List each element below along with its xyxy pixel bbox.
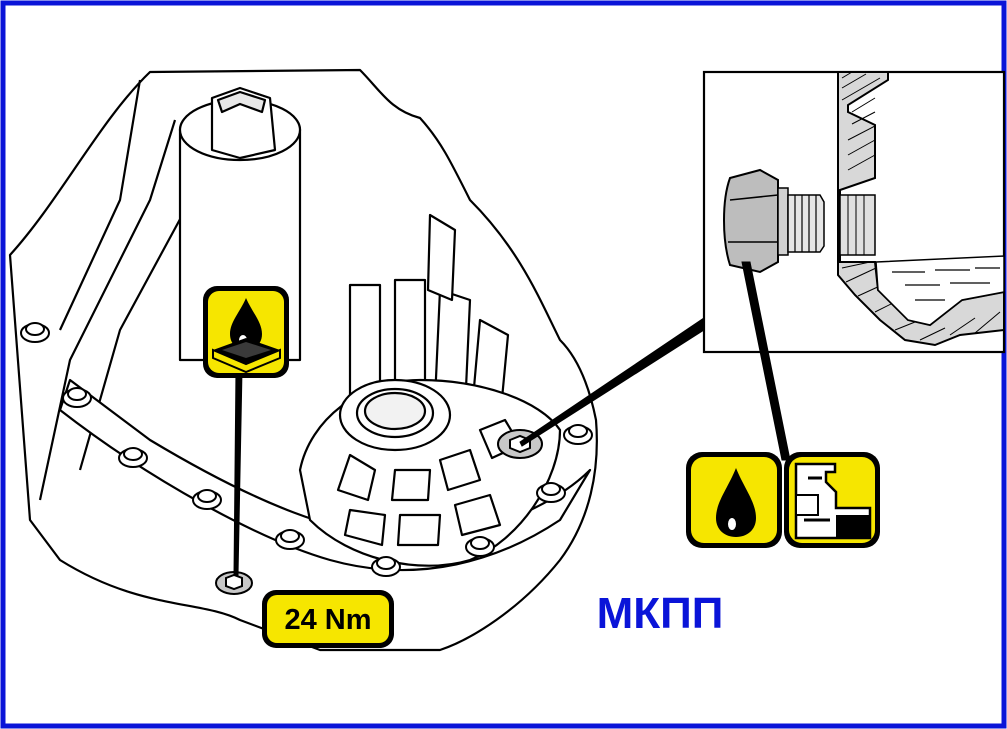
detail-inset: [702, 70, 1006, 354]
fill-level-icon: [784, 452, 880, 548]
oil-drain-icon: [203, 286, 289, 378]
gearbox-caption: МКПП: [597, 589, 724, 638]
drain-plug: [215, 571, 253, 595]
leader-lines: [233, 261, 791, 576]
oil-drop-icon: [686, 452, 782, 548]
gearbox-housing: [8, 68, 598, 652]
flange-bolts: [20, 322, 593, 577]
torque-value: 24 Nm: [284, 604, 371, 636]
torque-badge: 24 Nm: [262, 590, 394, 648]
